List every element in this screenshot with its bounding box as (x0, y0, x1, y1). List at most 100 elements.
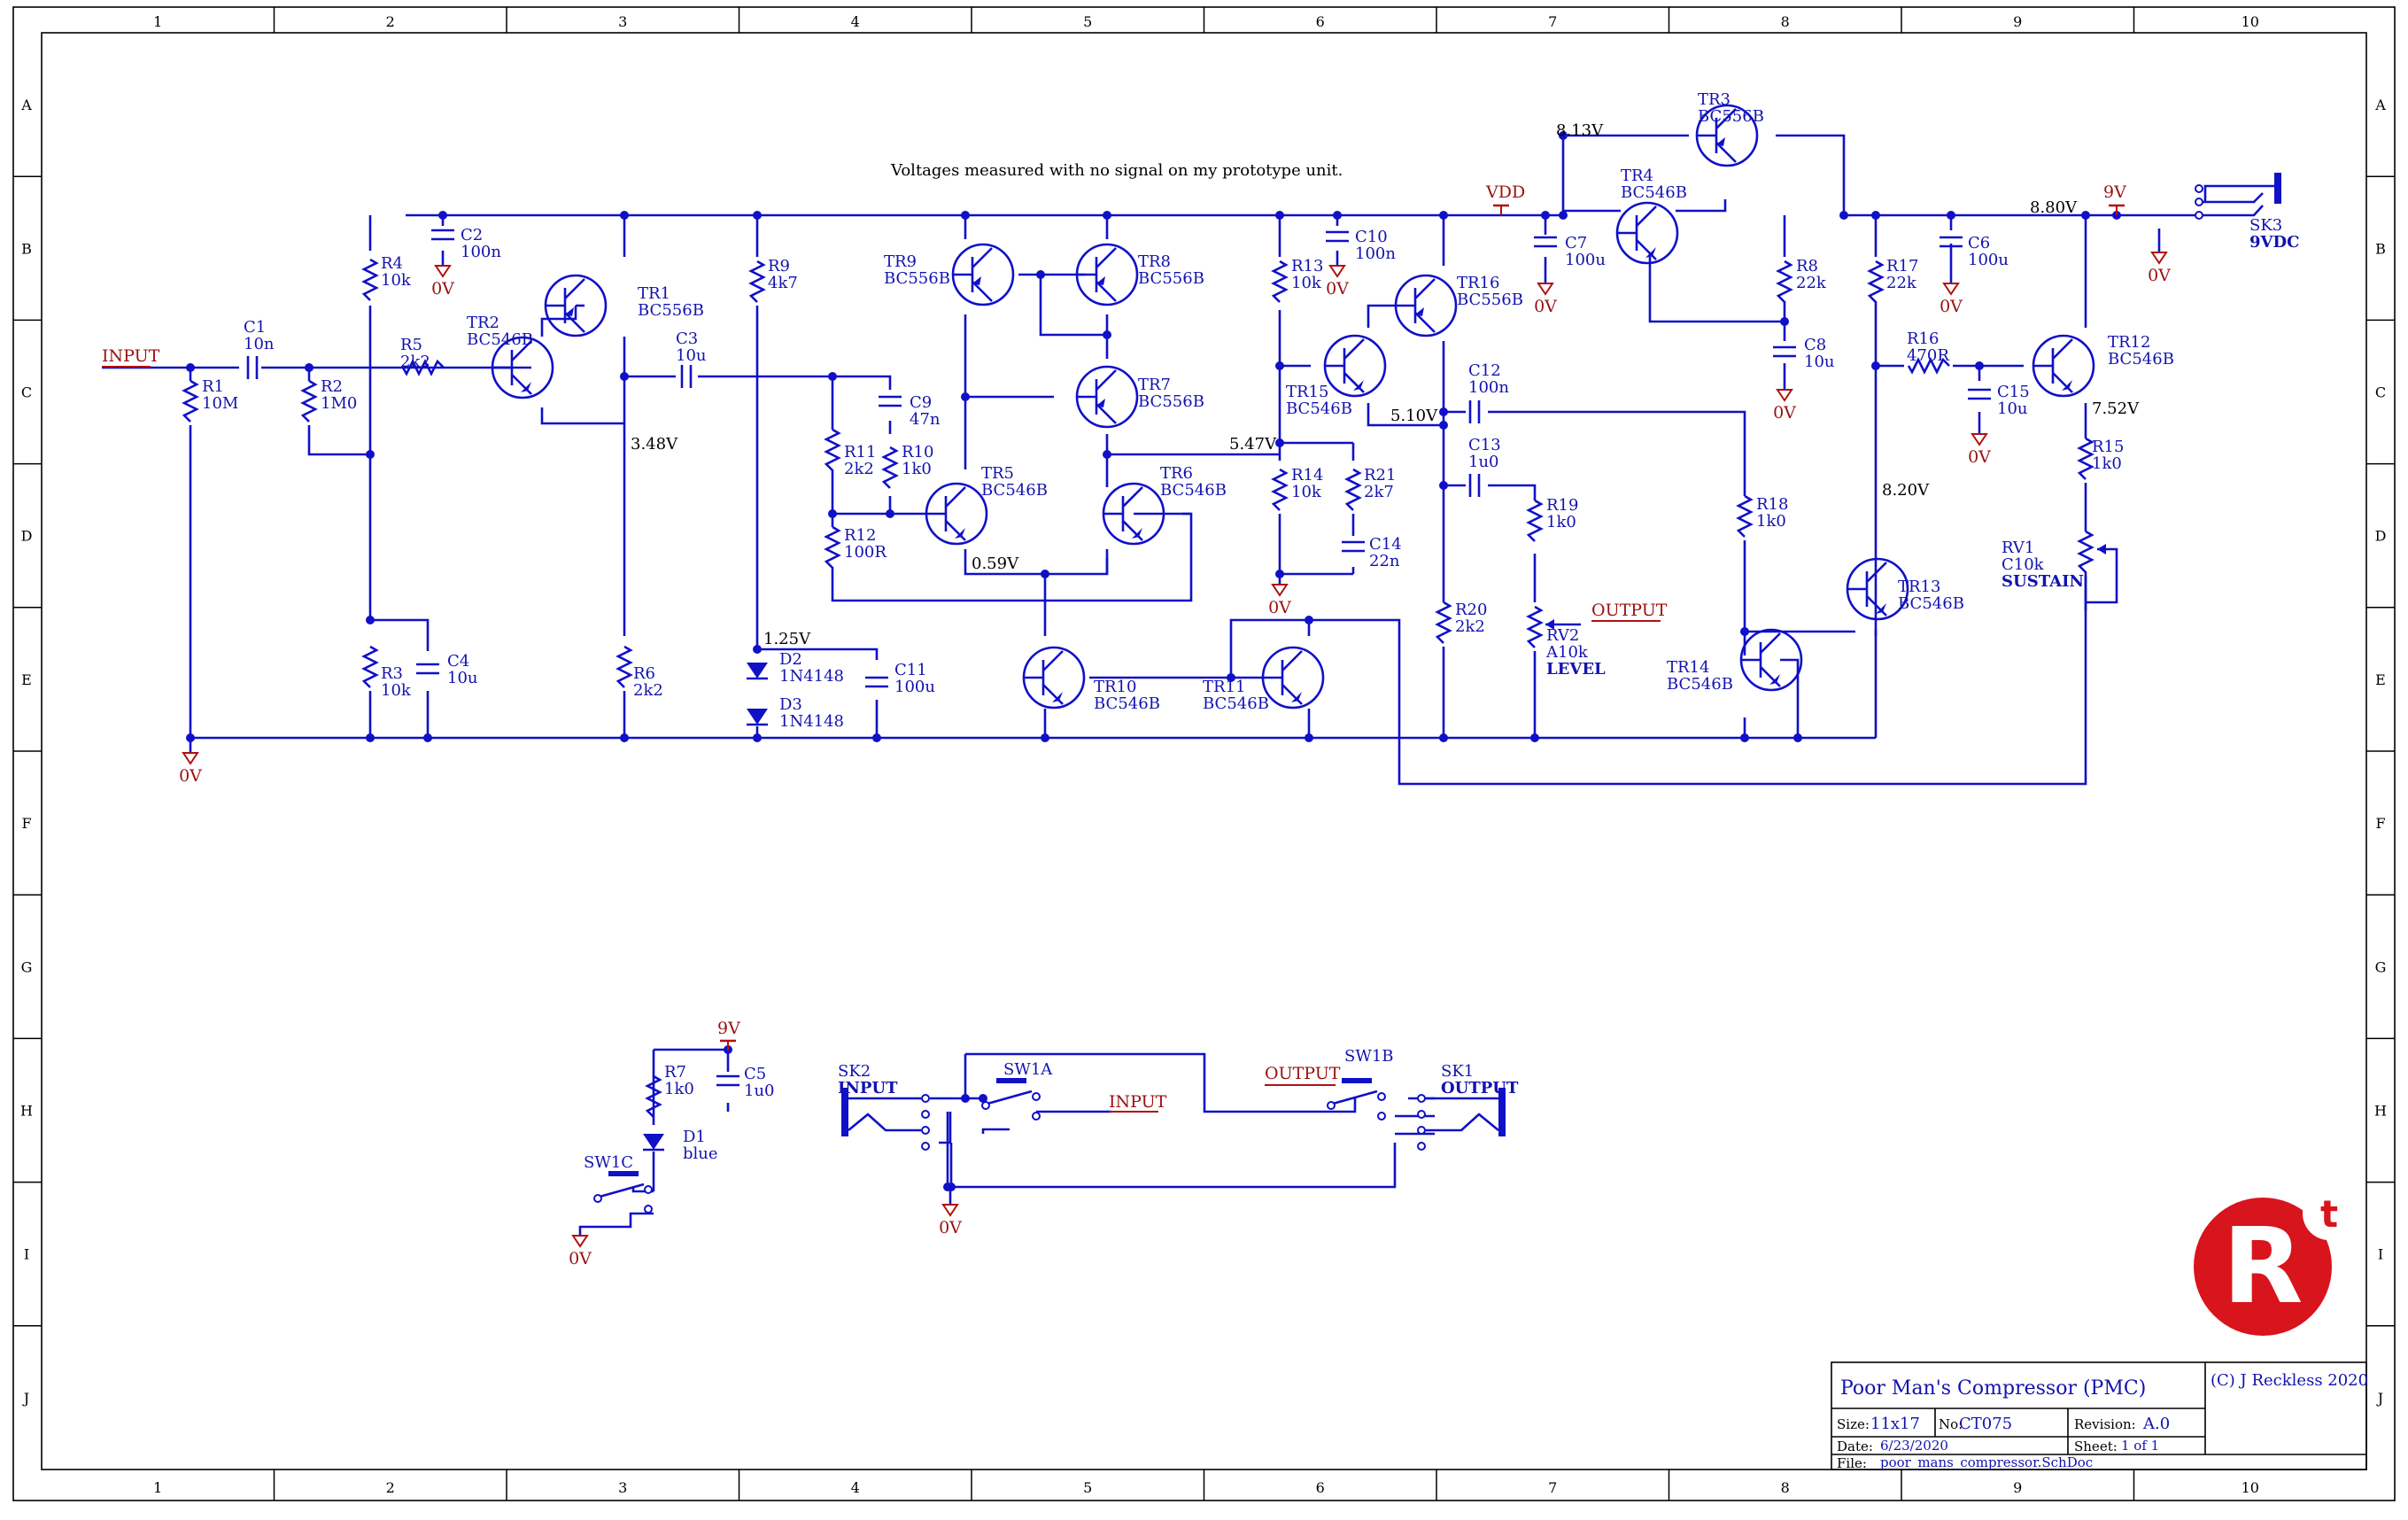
ground-symbol (1776, 389, 1793, 402)
revision-value: A.0 (2142, 1415, 2170, 1433)
ref-d1: D1 (683, 1128, 706, 1146)
value-tr13: BC546B (1898, 594, 1964, 613)
ref-tr16: TR16 (1457, 274, 1499, 292)
ref-tr14: TR14 (1667, 658, 1709, 677)
column-label: 8 (1781, 1479, 1790, 1496)
ground-label: 0V (569, 1249, 592, 1268)
junction-dot (1305, 733, 1313, 742)
ground-symbol (2150, 252, 2168, 265)
switch-lever (1332, 1090, 1378, 1105)
row-label: A (2374, 97, 2386, 113)
junction-dot (366, 733, 375, 742)
potentiometer-rv2 (1526, 605, 1544, 648)
row-label: H (20, 1103, 33, 1120)
transistor-tr1 (564, 278, 585, 299)
transistor-tr9-arrow (972, 276, 981, 285)
ref-tr15: TR15 (1286, 383, 1328, 401)
ref-r15: R15 (2092, 438, 2124, 456)
net-label-output: OUTPUT (1591, 601, 1668, 620)
column-label: 3 (618, 13, 627, 30)
resistor-glyph (361, 258, 379, 301)
column-label: 1 (153, 13, 162, 30)
net-label-input-sw: INPUT (1109, 1092, 1167, 1112)
ref-tr4: TR4 (1621, 167, 1653, 185)
junction-dot (1871, 361, 1880, 370)
junction-dot (828, 509, 837, 518)
ref-c11: C11 (894, 661, 927, 679)
voltage-880: 8.80V (2030, 198, 2078, 217)
junction-dot (620, 733, 629, 742)
column-label: 2 (386, 1479, 395, 1496)
ref-r17: R17 (1886, 257, 1918, 275)
ref-r16: R16 (1907, 330, 1939, 348)
logo: R t (2194, 1187, 2356, 1336)
switch-contact (644, 1185, 653, 1194)
value-r5: 2k2 (400, 353, 430, 371)
resistor-glyph (1271, 260, 1289, 303)
ref-c5: C5 (744, 1065, 766, 1083)
transistor-tr5-arrow (955, 528, 965, 539)
column-label: 9 (2013, 1479, 2022, 1496)
value-r6: 2k2 (633, 681, 663, 700)
value-d2: 1N4148 (779, 667, 844, 686)
value-tr6: BC546B (1160, 481, 1227, 500)
transistor-tr4 (1636, 239, 1657, 260)
junction-dot (1439, 407, 1448, 416)
value-r7: 1k0 (664, 1080, 694, 1098)
ref-c9: C9 (910, 393, 932, 412)
junction-dot (886, 509, 894, 518)
transistor-tr15 (1343, 372, 1365, 393)
column-label: 5 (1083, 13, 1092, 30)
jack-sk3 (2203, 205, 2264, 217)
ref-c10: C10 (1355, 228, 1388, 246)
title-block: Poor Man's Compressor (PMC) (C) J Reckle… (1831, 1361, 2368, 1471)
transistor-tr6 (1122, 520, 1143, 541)
sheet-value: 1 of 1 (2121, 1438, 2159, 1454)
revision-label: Revision: (2074, 1416, 2136, 1432)
copyright: (C) J Reckless 2020 (2211, 1371, 2368, 1390)
junction-dot (1103, 450, 1111, 459)
transistor-tr11 (1281, 684, 1303, 705)
row-label: B (21, 240, 32, 257)
jack-contact (1417, 1142, 1426, 1151)
junction-dot (1275, 570, 1284, 578)
junction-dot (366, 450, 375, 459)
value-r15: 1k0 (2092, 454, 2122, 473)
ref-c7: C7 (1565, 234, 1587, 252)
transistor-tr16 (1414, 278, 1436, 299)
size-value: 11x17 (1870, 1415, 1920, 1433)
ground-symbol (182, 752, 199, 765)
value-tr16: BC556B (1457, 291, 1523, 309)
component-glyphs (182, 104, 2281, 1214)
transistor-tr13-arrow (1876, 603, 1886, 614)
column-label: 6 (1316, 1479, 1325, 1496)
junction-dots (186, 131, 2121, 1191)
junction-dot (1839, 211, 1848, 220)
row-label: E (2375, 671, 2386, 688)
junction-dot (1947, 211, 1955, 220)
ref-tr5: TR5 (981, 464, 1014, 483)
logo-superscript: t (2320, 1192, 2338, 1236)
transistor-tr5 (945, 486, 966, 508)
ref-c8: C8 (1804, 336, 1826, 354)
resistor-glyph (881, 446, 899, 489)
row-label: A (20, 97, 32, 113)
ground-symbol (1271, 584, 1289, 597)
value-r17: 22k (1886, 274, 1917, 292)
value-c8: 10u (1804, 353, 1835, 371)
transistor-tr8 (1096, 281, 1117, 302)
value-r8: 22k (1796, 274, 1827, 292)
row-label: G (21, 958, 33, 975)
wires (102, 134, 2280, 1236)
junction-dot (961, 1094, 970, 1103)
ground-label: 0V (1268, 598, 1291, 617)
value-c2: 100n (461, 243, 501, 261)
diode-d1 (643, 1134, 664, 1150)
ref-tr11: TR11 (1203, 678, 1245, 696)
junction-dot (1305, 616, 1313, 624)
junction-dot (1103, 211, 1111, 220)
value-tr4: BC546B (1621, 183, 1687, 202)
ref-sw1a: SW1A (1003, 1060, 1053, 1079)
